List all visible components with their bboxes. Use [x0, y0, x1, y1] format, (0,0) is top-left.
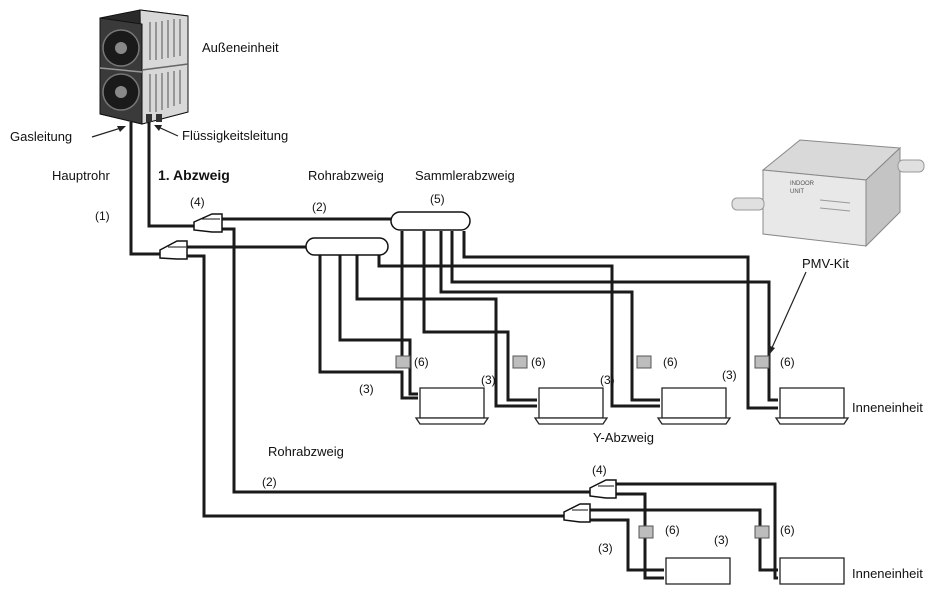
label-indoor-unit-bottom: Inneneinheit — [852, 566, 923, 581]
indoor-unit — [774, 387, 850, 425]
callout-3: (3) — [359, 382, 374, 396]
label-outdoor-unit: Außeneinheit — [202, 40, 279, 55]
header-branch-lower — [305, 237, 389, 256]
callout-3: (3) — [722, 368, 737, 382]
label-liquid-line: Flüssigkeitsleitung — [182, 128, 288, 143]
header-branch-upper — [390, 211, 471, 231]
pmv-kit-label-text: UNIT — [790, 189, 804, 195]
branch-joint-lower-lower — [563, 503, 591, 523]
pipe-network — [129, 122, 778, 580]
label-pipe-branch-bottom: Rohrabzweig — [268, 444, 344, 459]
indoor-unit — [665, 557, 731, 585]
pmv-kit-box — [754, 355, 770, 369]
pmv-kit-label-text: INDOOR — [790, 181, 815, 187]
label-first-branch: 1. Abzweig — [158, 167, 230, 183]
callout-3: (3) — [600, 373, 615, 387]
label-header-branch: Sammlerabzweig — [415, 168, 515, 183]
indoor-unit — [414, 387, 490, 425]
label-y-branch: Y-Abzweig — [593, 430, 654, 445]
label-pipe-branch-top: Rohrabzweig — [308, 168, 384, 183]
callout-3: (3) — [714, 533, 729, 547]
callout-6: (6) — [780, 355, 795, 369]
label-pmv-kit: PMV-Kit — [802, 256, 849, 271]
pointer-arrows — [91, 125, 807, 355]
callout-6: (6) — [663, 355, 678, 369]
pmv-kit-box — [395, 355, 411, 369]
callout-6: (6) — [414, 355, 429, 369]
callout-3: (3) — [481, 373, 496, 387]
callout-2: (2) — [312, 200, 327, 214]
pmv-kit-box — [512, 355, 528, 369]
indoor-unit — [533, 387, 609, 425]
callout-4: (4) — [592, 463, 607, 477]
label-indoor-unit-top: Inneneinheit — [852, 400, 923, 415]
callout-4: (4) — [190, 195, 205, 209]
label-gas-line: Gasleitung — [10, 129, 72, 144]
label-main-pipe: Hauptrohr — [52, 168, 110, 183]
callout-6: (6) — [665, 523, 680, 537]
branch-joint-first-upper — [193, 213, 223, 233]
callout-3: (3) — [598, 541, 613, 555]
pmv-kit-image: INDOOR UNIT — [731, 139, 925, 248]
pmv-kit-box — [636, 355, 652, 369]
pmv-kit-box — [638, 525, 654, 539]
outdoor-unit-image — [99, 9, 189, 125]
branch-joint-first-lower — [159, 240, 188, 260]
callout-6: (6) — [780, 523, 795, 537]
callout-1: (1) — [95, 209, 110, 223]
callout-6: (6) — [531, 355, 546, 369]
callout-5: (5) — [430, 192, 445, 206]
callout-2: (2) — [262, 475, 277, 489]
branch-joint-lower-upper — [589, 479, 617, 499]
indoor-unit — [779, 557, 845, 585]
indoor-unit — [656, 387, 732, 425]
pmv-kit-box — [754, 525, 770, 539]
